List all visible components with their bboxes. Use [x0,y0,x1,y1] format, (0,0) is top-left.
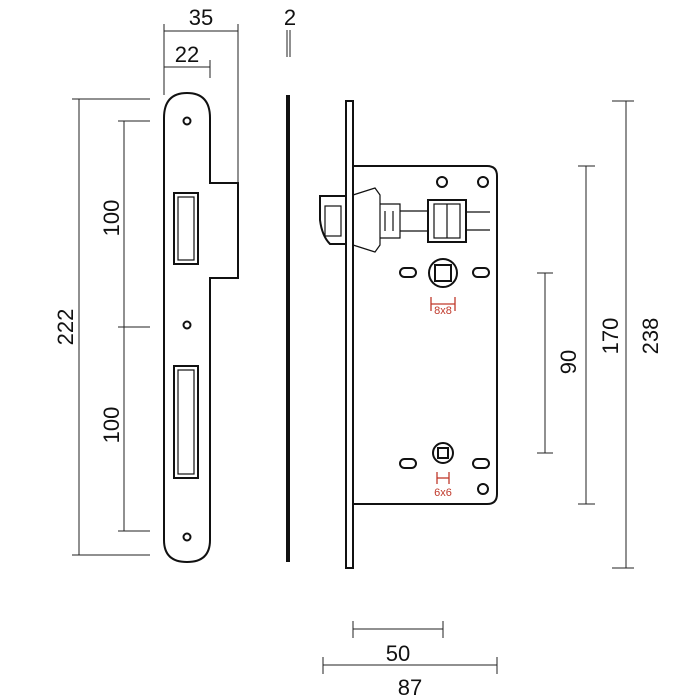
plate-thickness-dimension: 2 [284,5,296,57]
slot-upper-left [399,267,417,278]
lower-spindle-size-label: 6x6 [434,487,452,499]
dim-case-height: 170 [598,318,623,355]
slot-lower-left [399,458,417,469]
lock-depth-dimensions: 50 87 [322,621,498,700]
strike-screw-hole-bottom [182,532,192,542]
dim-faceplate-height: 238 [638,318,663,355]
dim-plate-thickness: 2 [284,5,296,30]
strike-plate-outline [163,91,239,564]
lower-spindle-size-marker: 6x6 [434,472,452,499]
dim-backset: 50 [386,641,410,666]
upper-spindle-size-label: 8x8 [434,305,452,317]
lock-height-dimensions: 90 170 238 [537,100,663,569]
upper-spindle-size-marker: 8x8 [430,297,456,317]
dim-case-depth: 87 [398,675,422,700]
case-screw-top-right [477,176,489,188]
lock-body [319,100,498,569]
latch-head [319,195,347,245]
case-screw-bottom-right [477,483,489,495]
strike-latch-opening-inner [177,196,195,261]
upper-spindle-square [434,264,452,282]
dim-strike-narrow-width: 22 [175,42,199,67]
strike-height-dimensions: 222 100 100 [53,98,150,556]
latch-bolt [319,187,490,253]
dim-strike-height: 222 [53,309,78,346]
dim-spindle-distance: 90 [556,350,581,374]
lock-faceplate [345,100,354,569]
strike-screw-hole-top [182,116,192,126]
strike-plate [163,91,239,564]
slot-upper-right [472,267,490,278]
strike-width-dimensions: 35 22 [163,5,239,183]
slot-lower-right [472,458,490,469]
case-screw-top-left [436,176,448,188]
plate-side-view [286,95,290,562]
lock-case [352,165,498,505]
dim-strike-upper-spacing: 100 [99,200,124,237]
strike-screw-hole-middle [182,320,192,330]
dim-strike-lower-spacing: 100 [99,407,124,444]
dim-strike-total-width: 35 [189,5,213,30]
strike-bolt-opening-inner [177,369,195,475]
lower-spindle-square [437,447,449,459]
